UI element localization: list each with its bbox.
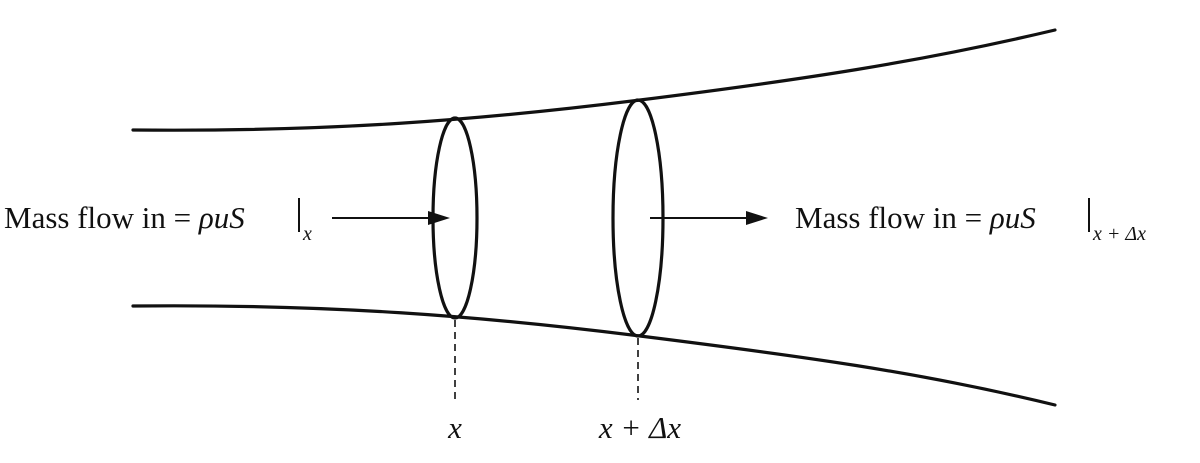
inflow-label: Mass flow in = ρuS x: [4, 198, 312, 245]
outflow-arrow: [650, 211, 768, 225]
inflow-arrow: [332, 211, 450, 225]
outflow-subscript: x + Δx: [1092, 223, 1146, 245]
inflow-symbol: ρuS: [198, 200, 245, 235]
svg-text:Mass flow in = ρuS: Mass flow in = ρuS: [795, 200, 1036, 235]
outflow-symbol: ρuS: [989, 200, 1036, 235]
outflow-label: Mass flow in = ρuS x + Δx: [795, 198, 1146, 245]
lower-duct-wall: [131, 304, 1057, 407]
inflow-text: Mass flow in =: [4, 200, 199, 235]
svg-text:Mass flow in = ρuS: Mass flow in = ρuS: [4, 200, 245, 235]
section-label-x-plus-dx: x + Δx: [598, 410, 681, 445]
inflow-subscript: x: [302, 223, 312, 245]
outflow-text: Mass flow in =: [795, 200, 990, 235]
upper-duct-wall: [131, 28, 1057, 132]
section-label-x: x: [447, 410, 462, 445]
